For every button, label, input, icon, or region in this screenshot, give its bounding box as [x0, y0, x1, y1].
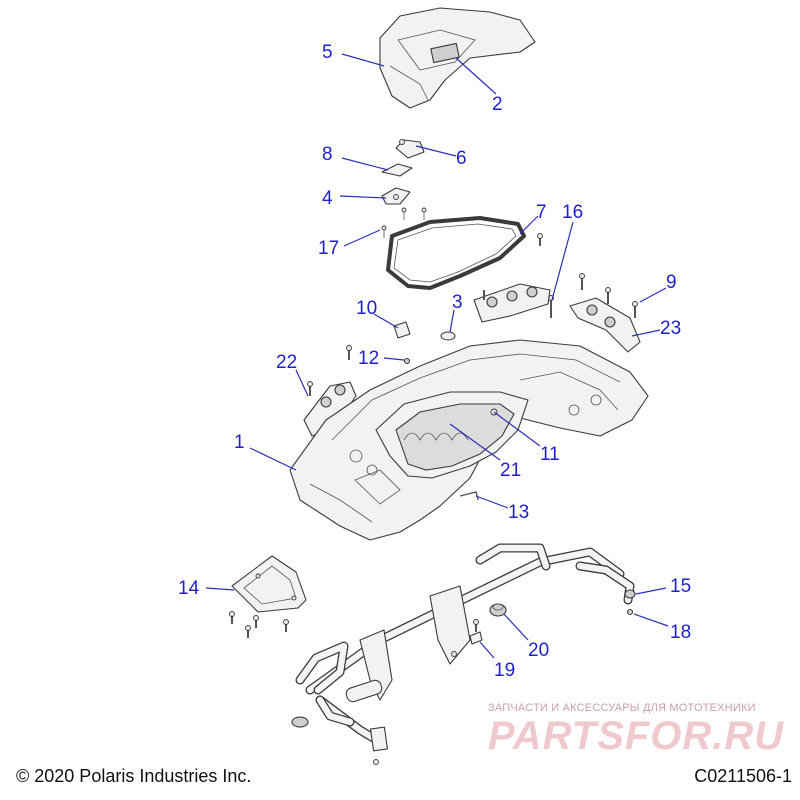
- watermark-caption: ЗАПЧАСТИ И АКСЕССУАРЫ ДЛЯ МОТОТЕХНИКИ: [488, 702, 756, 714]
- callout-21: 21: [500, 460, 521, 481]
- part-nut-12: [346, 345, 411, 365]
- callout-17: 17: [318, 238, 339, 259]
- callout-5: 5: [322, 42, 333, 63]
- callout-6: 6: [456, 148, 467, 169]
- part-end-cap-15: [624, 589, 636, 599]
- callout-15: 15: [670, 576, 691, 597]
- watermark: ЗАПЧАСТИ И АКСЕССУАРЫ ДЛЯ МОТОТЕХНИКИ PA…: [488, 702, 788, 756]
- part-bumper-20: [489, 603, 507, 617]
- part-heat-shield: [229, 555, 307, 638]
- leader-lines: [205, 53, 669, 659]
- part-bolt-19: [469, 619, 483, 645]
- part-fastener-10: [393, 321, 411, 339]
- callout-10: 10: [356, 298, 377, 319]
- part-screws-17: [381, 207, 427, 238]
- part-nut-18: [626, 608, 634, 616]
- callout-20: 20: [528, 640, 549, 661]
- callout-12: 12: [358, 348, 379, 369]
- drawing-code: C0211506-1: [694, 766, 792, 786]
- callout-1: 1: [234, 432, 245, 453]
- callout-3: 3: [452, 292, 463, 313]
- callout-13: 13: [508, 502, 529, 523]
- callout-16: 16: [562, 202, 583, 223]
- callout-2: 2: [492, 94, 503, 115]
- part-storage-tub: [375, 391, 529, 479]
- callout-7: 7: [536, 202, 547, 223]
- callout-9: 9: [666, 272, 677, 293]
- part-rack-bracket-center: [473, 233, 551, 323]
- part-storage-cover: [379, 7, 536, 109]
- part-seal: [386, 216, 526, 290]
- callout-18: 18: [670, 622, 691, 643]
- part-rear-frame-tube: [291, 543, 635, 765]
- callout-8: 8: [322, 144, 333, 165]
- part-latch: [395, 139, 425, 159]
- callout-19: 19: [494, 660, 515, 681]
- callout-labels: 1 2 3 4 5 6 7 8 9 10 11 12 13 14 15 16 1…: [178, 42, 691, 681]
- callout-22: 22: [276, 352, 297, 373]
- part-latch-strap: [381, 163, 413, 177]
- copyright-text: © 2020 Polaris Industries Inc.: [16, 766, 252, 786]
- callout-14: 14: [178, 578, 200, 599]
- part-grommet-3: [440, 331, 456, 341]
- part-rack-bracket-22: [303, 381, 357, 437]
- callout-23: 23: [660, 318, 681, 339]
- watermark-logo: PARTSFOR.RU: [488, 714, 785, 758]
- part-clip-13: [459, 491, 479, 501]
- part-rack-bracket-23: [569, 273, 641, 353]
- callout-4: 4: [322, 188, 333, 209]
- part-latch-plate: [381, 187, 411, 205]
- callout-11: 11: [540, 444, 560, 465]
